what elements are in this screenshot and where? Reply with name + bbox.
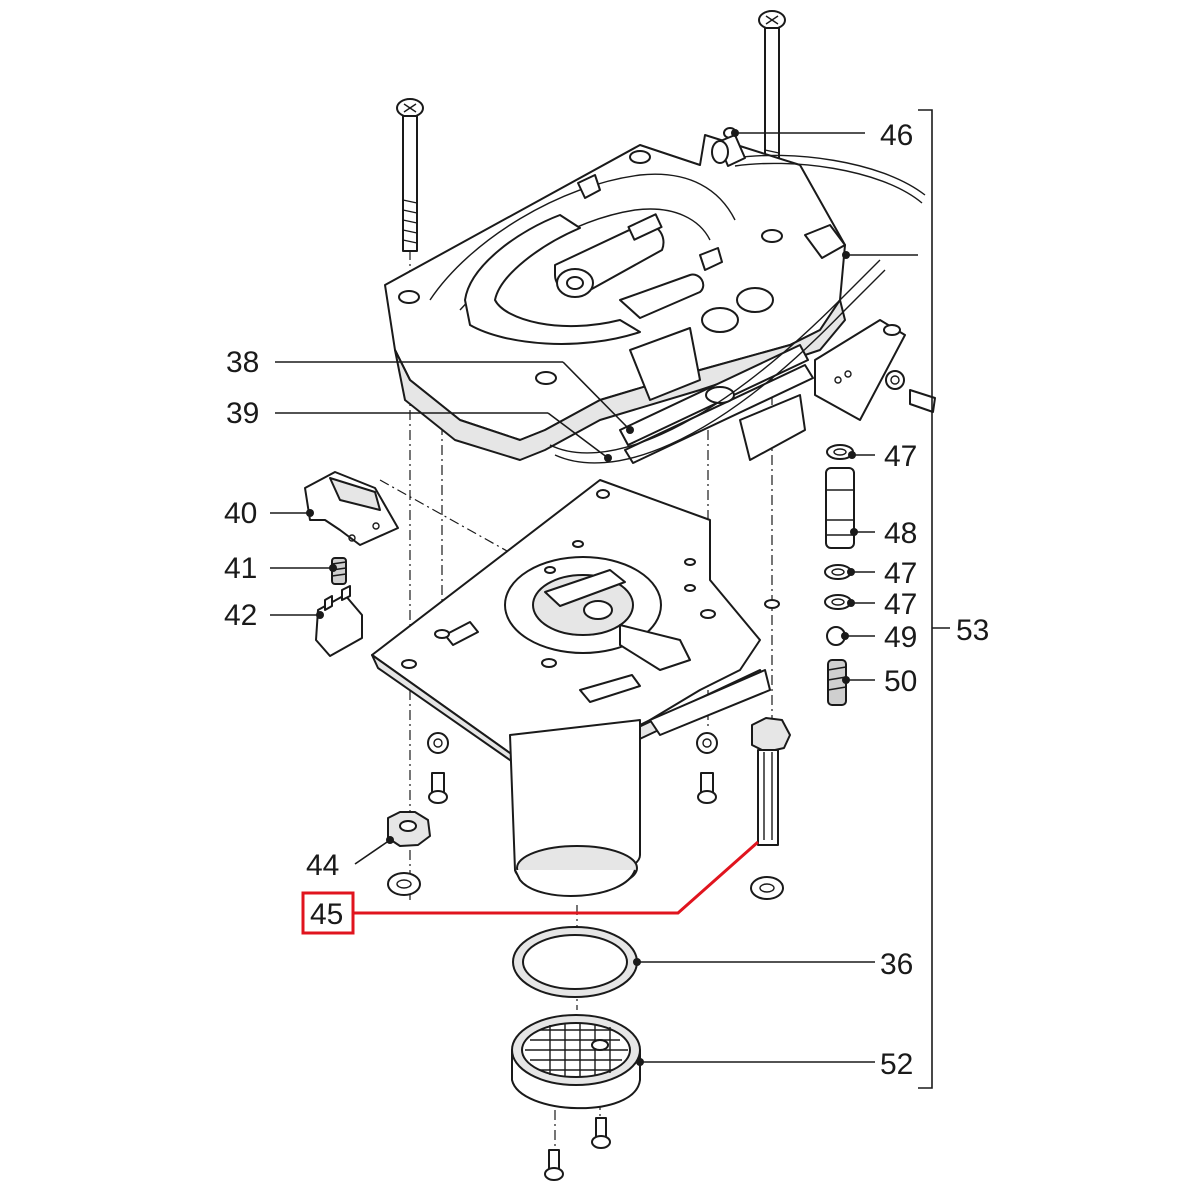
heater-block-housing bbox=[384, 127, 936, 464]
callout-38: 38 bbox=[226, 346, 259, 379]
dispenser-cylinder bbox=[509, 719, 641, 897]
washer-screw-right bbox=[696, 732, 718, 804]
callout-41: 41 bbox=[224, 552, 257, 585]
callout-46: 46 bbox=[880, 119, 913, 152]
long-screw-left bbox=[396, 98, 424, 252]
part-52-filter bbox=[511, 1014, 641, 1110]
base-plate bbox=[371, 479, 780, 789]
callout-45: 45 bbox=[310, 898, 343, 931]
callout-53: 53 bbox=[956, 614, 989, 647]
callout-47-a: 47 bbox=[884, 440, 917, 473]
part-36-ring bbox=[512, 926, 638, 998]
callout-47-c: 47 bbox=[884, 588, 917, 621]
bottom-screws bbox=[544, 1117, 611, 1181]
part-42-clip bbox=[315, 585, 363, 657]
washer-screw-left bbox=[427, 732, 449, 804]
callout-42: 42 bbox=[224, 599, 257, 632]
callout-44: 44 bbox=[306, 849, 339, 882]
callout-labels: 46 38 39 47 40 48 41 47 47 42 53 49 50 4… bbox=[224, 119, 989, 1081]
callout-49: 49 bbox=[884, 621, 917, 654]
part-40-bracket bbox=[304, 471, 399, 546]
leader-lines bbox=[270, 109, 950, 1089]
callout-36: 36 bbox=[880, 948, 913, 981]
callout-52: 52 bbox=[880, 1048, 913, 1081]
part-44-gear bbox=[387, 811, 431, 896]
callout-40: 40 bbox=[224, 497, 257, 530]
part-41-spring bbox=[331, 557, 347, 585]
callout-50: 50 bbox=[884, 665, 917, 698]
callout-39: 39 bbox=[226, 397, 259, 430]
valve-stack bbox=[824, 444, 855, 706]
highlight-45 bbox=[301, 840, 759, 935]
callout-47-b: 47 bbox=[884, 557, 917, 590]
callout-48: 48 bbox=[884, 517, 917, 550]
part-45-shaft bbox=[750, 717, 791, 900]
